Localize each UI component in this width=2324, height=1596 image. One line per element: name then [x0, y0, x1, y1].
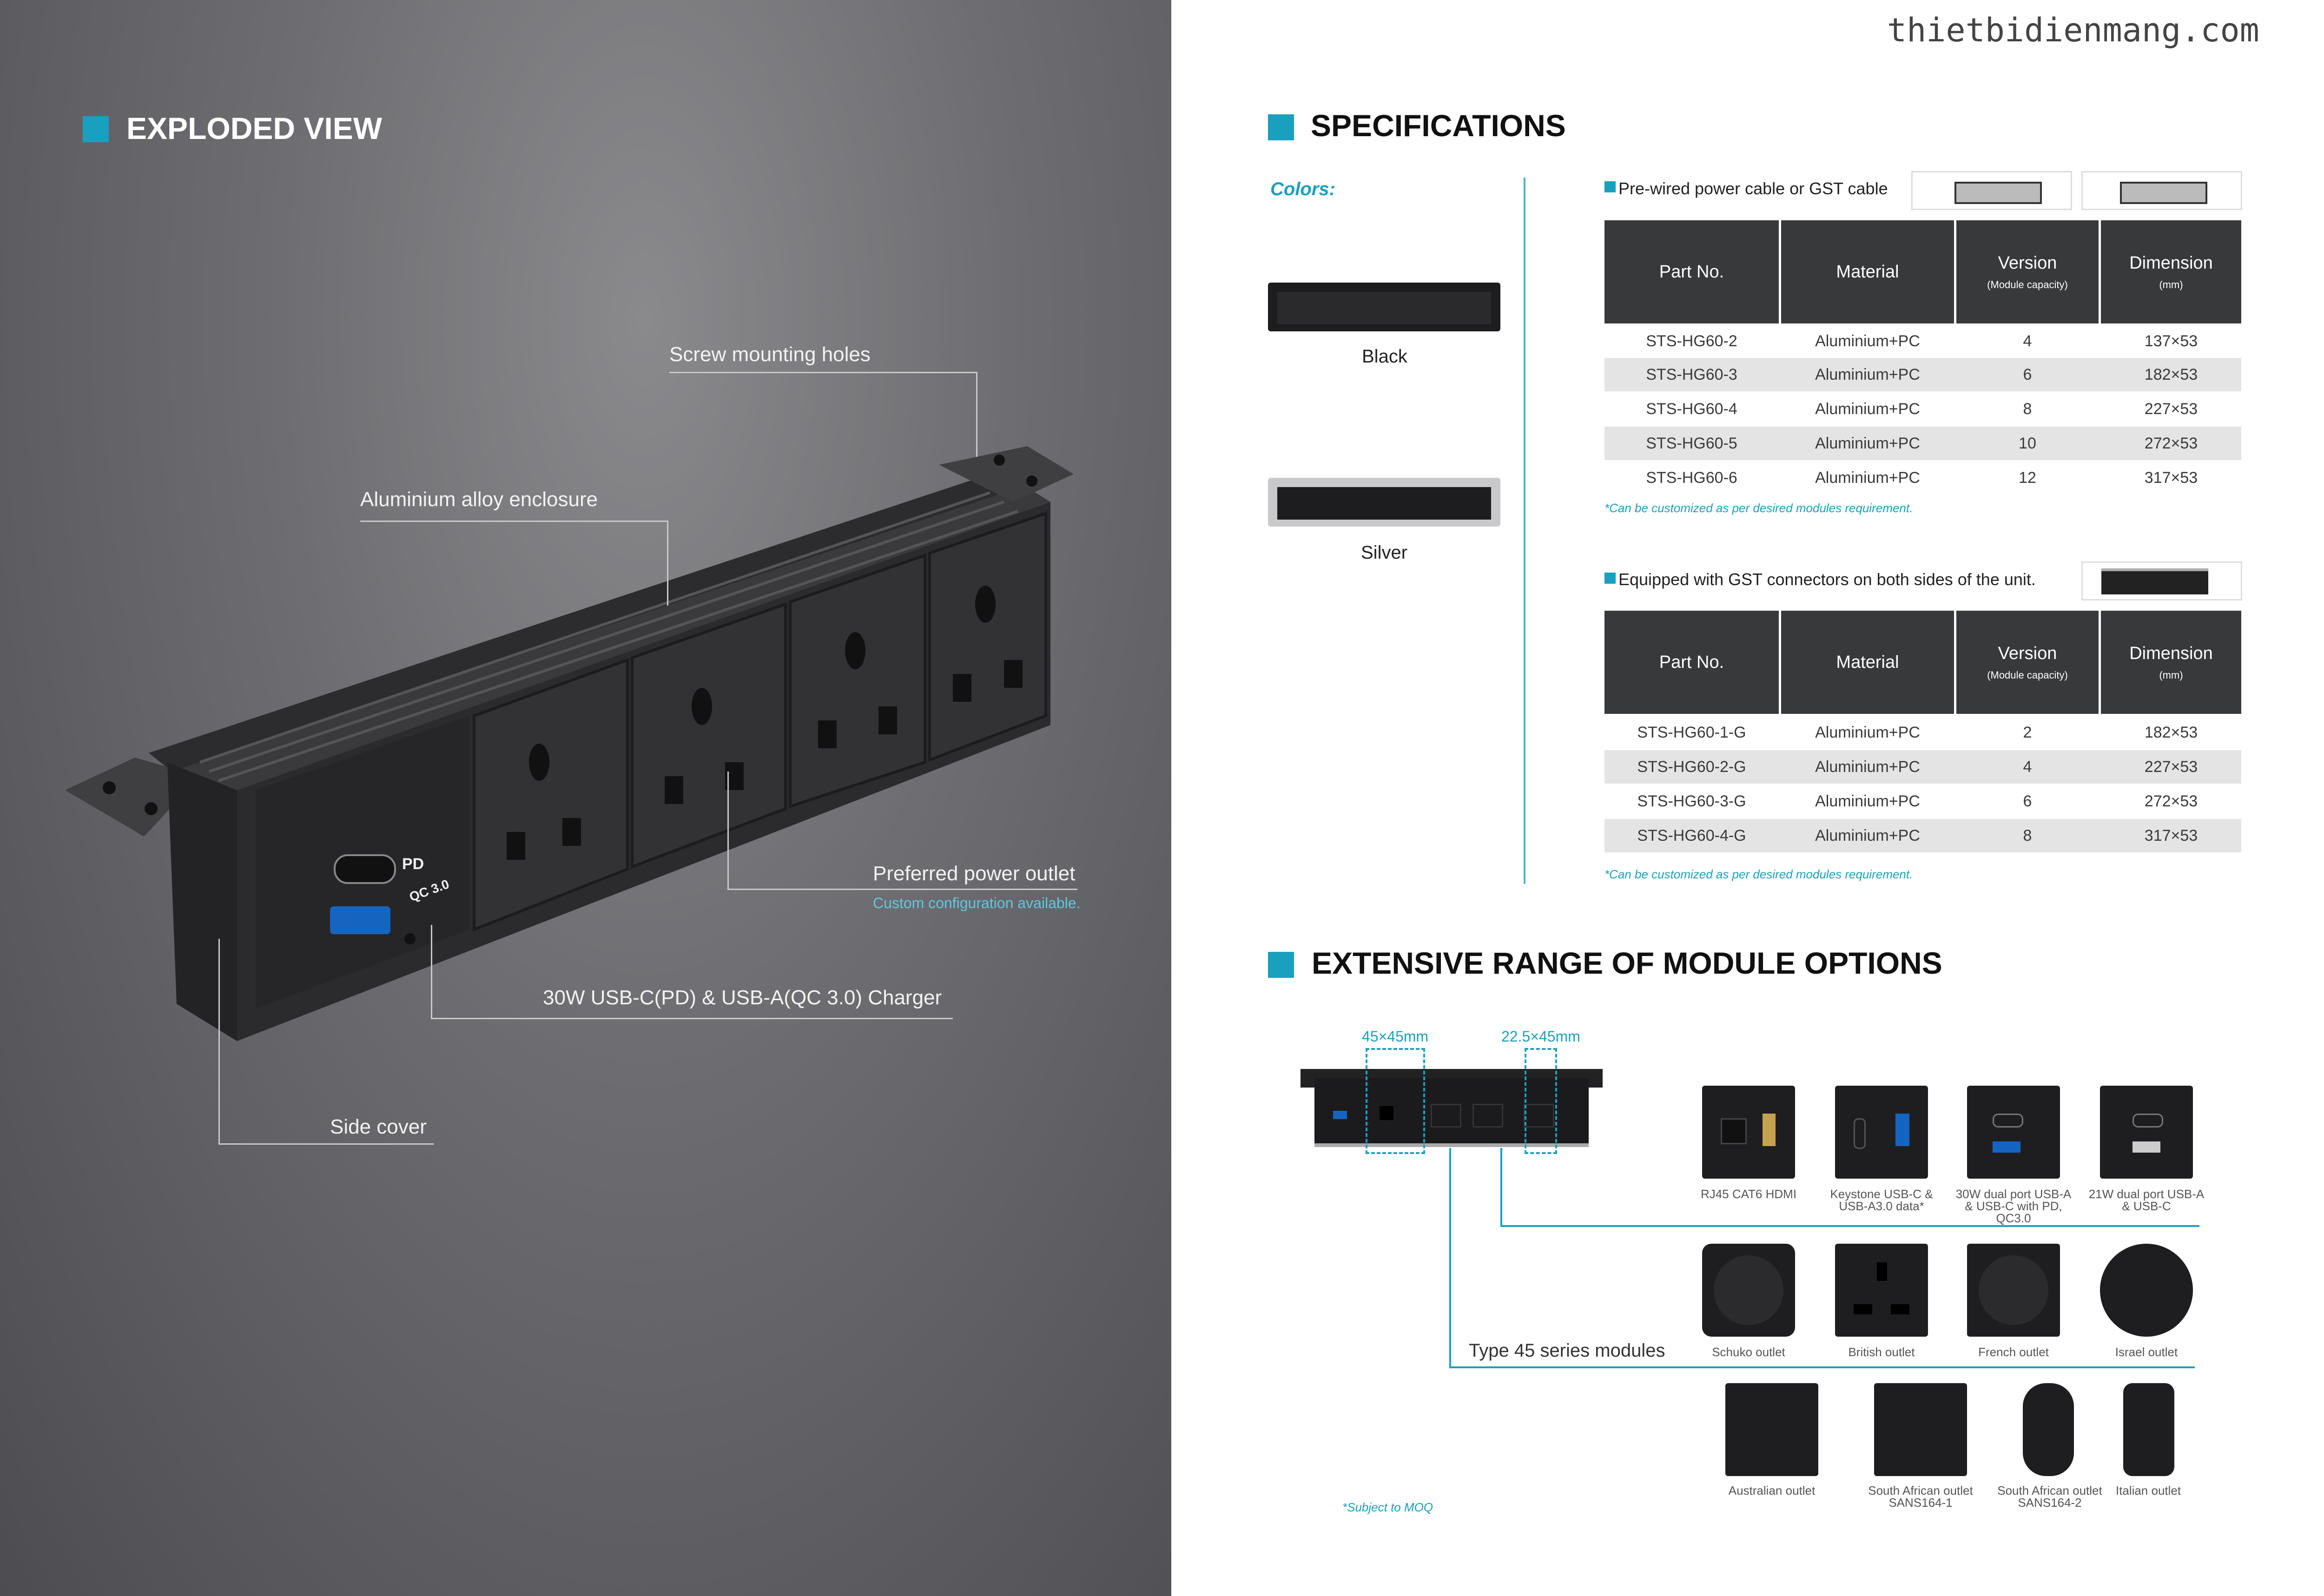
product-illustration: PD QC 3.0 [65, 446, 1074, 1041]
leader-line [431, 925, 953, 1019]
table2-caption: Equipped with GST connectors on both sid… [1618, 570, 2036, 589]
connector-line [1500, 1148, 2199, 1227]
italian-outlet-module [2123, 1383, 2174, 1476]
watermark: thietbidienmang.com [1887, 11, 2259, 49]
table1-header-material: Material [1781, 220, 1954, 323]
callout-charger: 30W USB-C(PD) & USB-A(QC 3.0) Charger [543, 986, 942, 1009]
table2-header-material: Material [1781, 611, 1954, 714]
module-label: South African outlet SANS164-1 [1868, 1484, 1973, 1510]
module-options-title: EXTENSIVE RANGE OF MODULE OPTIONS [1312, 946, 1942, 980]
21w-usb-module [2100, 1086, 2193, 1179]
callout-power-outlet-sub: Custom configuration available. [873, 895, 1081, 911]
table1-header-version: Version(Module capacity) [1956, 220, 2099, 323]
callout-screw-holes: Screw mounting holes [669, 343, 871, 366]
section-marker-icon [83, 116, 109, 142]
section-marker-icon [1268, 114, 1294, 140]
module-label: Italian outlet [2115, 1484, 2181, 1497]
bullet-icon [1604, 573, 1616, 584]
color-silver-label: Silver [1361, 542, 1408, 563]
section-marker-icon [1268, 952, 1294, 978]
module-label: RJ45 CAT6 HDMI [1700, 1187, 1797, 1201]
module-label: British outlet [1848, 1345, 1915, 1359]
module-label: 21W dual port USB-A & USB-C [2088, 1187, 2205, 1213]
israel-outlet-module [2100, 1244, 2193, 1337]
table2-header-dimension: Dimension(mm) [2101, 611, 2241, 714]
module-label: Schuko outlet [1712, 1345, 1785, 1359]
gst-cable-image [2081, 171, 2242, 210]
bullet-icon [1604, 181, 1616, 192]
table1-note: *Can be customized as per desired module… [1604, 501, 1913, 515]
cable-image [1911, 171, 2072, 210]
schuko-outlet-module [1702, 1244, 1795, 1337]
unit-front-image [1314, 1078, 1589, 1147]
callout-side-cover: Side cover [330, 1115, 427, 1138]
australian-outlet-module [1725, 1383, 1818, 1476]
gst-unit-image [2081, 561, 2242, 600]
silver-variant-image [1268, 478, 1500, 527]
specifications-title: SPECIFICATIONS [1311, 108, 1566, 143]
module-label: Australian outlet [1728, 1484, 1816, 1497]
moq-note: *Subject to MOQ [1342, 1500, 1433, 1514]
table1-header-part: Part No. [1604, 220, 1779, 323]
color-black-label: Black [1362, 346, 1407, 367]
module-label: 30W dual port USB-A & USB-C with PD, QC3… [1955, 1187, 2072, 1225]
table1-caption: Pre-wired power cable or GST cable [1618, 179, 1888, 198]
table1-header-dimension: Dimension(mm) [2101, 220, 2241, 323]
british-outlet-module [1835, 1244, 1928, 1337]
black-variant-image [1268, 283, 1500, 331]
dim-small-label: 22.5×45mm [1501, 1028, 1580, 1045]
module-label: South African outlet SANS164-2 [1997, 1484, 2102, 1510]
south-african-2-outlet-module [2023, 1383, 2074, 1476]
leader-line [218, 939, 434, 1145]
divider [1524, 178, 1525, 884]
connector-line [1449, 1148, 2195, 1368]
leader-line [727, 772, 1077, 890]
module-label: Israel outlet [2115, 1345, 2178, 1359]
module-label: Keystone USB-C & USB-A3.0 data* [1830, 1187, 1933, 1213]
30w-usb-module [1967, 1086, 2060, 1179]
table2-header-version: Version(Module capacity) [1956, 611, 2099, 714]
keystone-usb-module [1835, 1086, 1928, 1179]
table2-header-part: Part No. [1604, 611, 1779, 714]
exploded-view-title: EXPLODED VIEW [126, 111, 383, 145]
leader-line [669, 372, 977, 457]
colors-label: Colors: [1270, 179, 1335, 199]
callout-power-outlet: Preferred power outlet [873, 862, 1076, 885]
module-label: French outlet [1978, 1345, 2049, 1359]
dim-box-large [1366, 1048, 1425, 1154]
dim-large-label: 45×45mm [1362, 1028, 1429, 1045]
pd-label: PD [402, 855, 424, 873]
rj45-hdmi-module [1702, 1086, 1795, 1179]
exploded-view-panel: EXPLODED VIEW [0, 0, 1171, 1596]
series-label: Type 45 series modules [1469, 1340, 1665, 1361]
dim-box-small [1525, 1048, 1557, 1154]
south-african-1-outlet-module [1874, 1383, 1967, 1476]
callout-enclosure: Aluminium alloy enclosure [360, 488, 598, 511]
french-outlet-module [1967, 1244, 2060, 1337]
table2-note: *Can be customized as per desired module… [1604, 867, 1913, 881]
leader-line [360, 521, 668, 606]
